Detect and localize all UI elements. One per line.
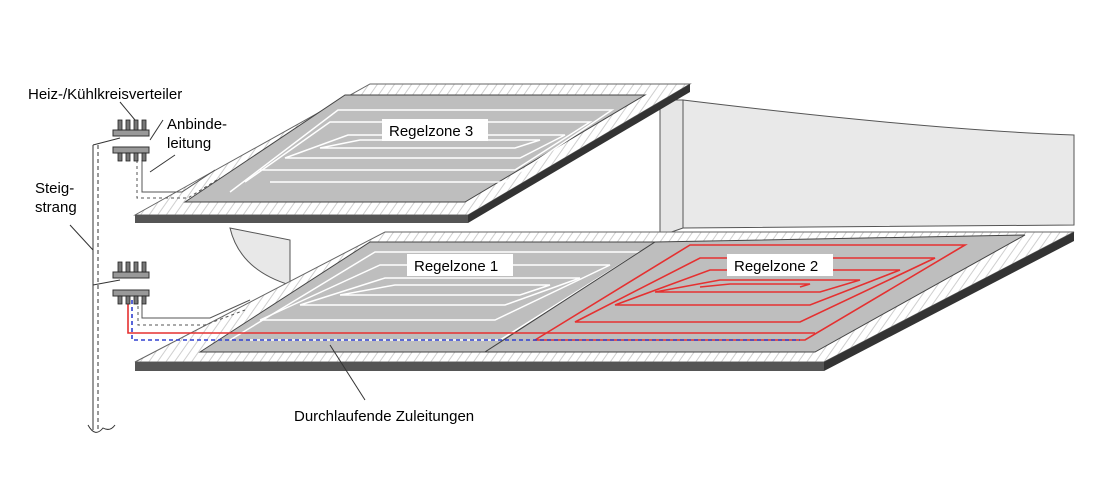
zone2-label-bg — [727, 254, 833, 276]
supply-lines — [127, 299, 815, 341]
distributor-label: Heiz-/Kühlkreisverteiler — [28, 86, 182, 103]
zone2-label: Regelzone 2 — [734, 258, 818, 275]
riser-label-1: Steig- — [35, 180, 74, 197]
zone-3: Regelzone 3 — [183, 94, 647, 203]
interfloor-wall — [229, 99, 1075, 286]
connection-line-label-1: Anbinde- — [167, 116, 227, 133]
zone-2: Regelzone 2 — [483, 234, 1026, 353]
riser-label-2: strang — [35, 199, 77, 216]
upper-connection-line — [136, 160, 221, 199]
leader-lines — [69, 101, 366, 401]
connection-line-label-2: leitung — [167, 135, 211, 152]
zone1-label: Regelzone 1 — [414, 258, 498, 275]
supply-lines-label: Durchlaufende Zuleitungen — [294, 408, 474, 425]
manifold-upper-icon — [112, 119, 150, 162]
zone1-label-bg — [407, 254, 513, 276]
manifold-lower-icon — [112, 261, 150, 305]
zone3-label: Regelzone 3 — [389, 123, 473, 140]
zone3-label-bg — [382, 119, 488, 141]
riser — [87, 137, 121, 433]
